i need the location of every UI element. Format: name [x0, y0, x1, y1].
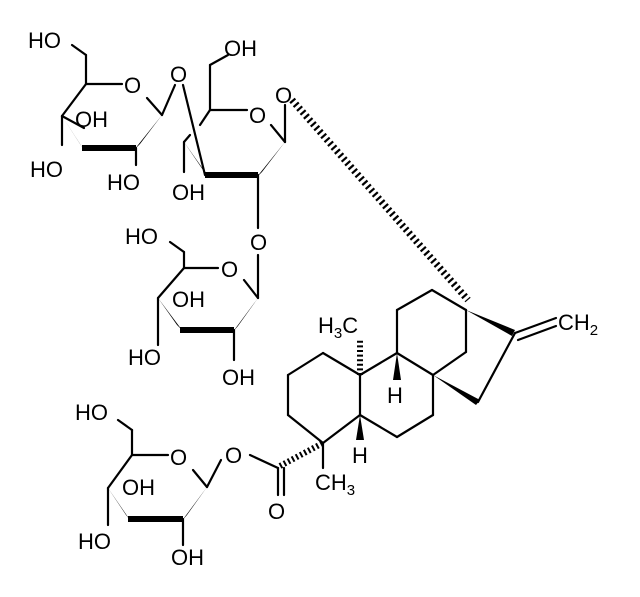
label-oh: OH [172, 180, 205, 205]
label-ho: HO [30, 157, 63, 182]
label-bridge-o: O [170, 62, 187, 87]
label-h: H [387, 383, 403, 408]
label-ho: HO [75, 400, 108, 425]
label-oh: OH [122, 475, 155, 500]
label-ring-o: O [249, 103, 266, 128]
label-bridge-o: O [250, 230, 267, 255]
label-oh: OH [222, 365, 255, 390]
label-ester-o: O [225, 443, 242, 468]
glucose-ring-b [181, 53, 471, 303]
label-anomeric-o: O [275, 83, 292, 108]
label-oh: OH [172, 287, 205, 312]
label-ring-o: O [221, 257, 238, 282]
label-ho: HO [78, 529, 111, 554]
glucose-ring-c [156, 240, 260, 362]
glucose-ring-a [60, 43, 177, 167]
label-oh: OH [75, 107, 108, 132]
label-ho: HO [107, 170, 140, 195]
steviol-core [286, 288, 558, 470]
label-ho: HO [128, 345, 161, 370]
label-oh: OH [224, 36, 257, 61]
label-methyl-h3c: H3C [318, 313, 358, 342]
label-ring-o: O [170, 445, 187, 470]
label-methylene-ch2: CH2 [558, 310, 598, 339]
label-oh: OH [171, 545, 204, 570]
label-ho: HO [28, 28, 61, 53]
label-methyl-ch3: CH3 [315, 470, 355, 499]
label-carbonyl-o: O [268, 499, 285, 524]
label-ho: HO [125, 224, 158, 249]
glucose-ring-d [106, 418, 325, 547]
label-h: H [352, 443, 368, 468]
label-ring-o: O [124, 73, 141, 98]
